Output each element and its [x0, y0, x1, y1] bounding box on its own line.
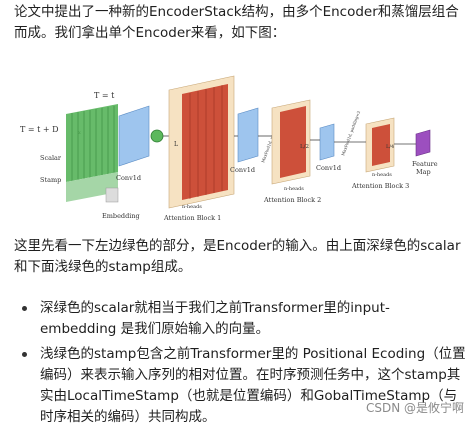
bullet-dot-icon [22, 352, 27, 357]
input-stamp-block [66, 172, 118, 202]
time-left-label: T = t + D [20, 125, 59, 134]
maxpool-label-2: MaxPool1d, padding=2 [340, 110, 361, 157]
sum-node-icon [150, 129, 164, 143]
feature-map-block [415, 129, 431, 157]
nheads-label-1: n-heads [182, 204, 202, 210]
embedding-bar [105, 187, 119, 203]
intro-paragraph: 论文中提出了一种新的EncoderStack结构，由多个Encoder和蒸馏层组… [14, 4, 459, 41]
attention-block-3 [365, 117, 395, 173]
conv1d-label-3: Conv1d [316, 164, 341, 172]
bullet-list: 深绿色的scalar就相当于我们之前Transformer里的input-emb… [14, 298, 466, 432]
feature-map-label: Feature [412, 160, 438, 168]
nheads-label-3: n-heads [372, 172, 392, 178]
stamp-label: Stamp [40, 176, 61, 184]
attn1-L-label: L [174, 141, 178, 148]
conv1d-label-1: Conv1d [116, 174, 141, 182]
input-description-paragraph: 这里先看一下左边绿色的部分，是Encoder的输入。由上面深绿色的scalar和… [14, 238, 461, 275]
bullet-dot-icon [22, 306, 27, 311]
conv1d-block-3 [319, 123, 335, 161]
csdn-watermark: CSDN @是攸宁啊 [365, 401, 464, 415]
list-item: 浅绿色的stamp包含之前Transformer里的 Positional Ec… [14, 344, 466, 428]
attention-block-2 [271, 99, 311, 185]
attention-block-2-label: Attention Block 2 [263, 196, 321, 204]
conv1d-block-2 [237, 107, 259, 163]
feature-map-label-2: Map [416, 168, 431, 176]
attn2-L2-label: L/2 [300, 144, 309, 150]
attn3-L4-label: L/4 [386, 144, 394, 150]
attention-block-3-label: Attention Block 3 [351, 182, 409, 190]
time-top-label: T = t [94, 91, 115, 100]
conv1d-label-2: Conv1d [230, 166, 255, 174]
encoder-diagram: T = t T = t + D x Scalar Stamp Embedding… [20, 75, 438, 222]
list-item: 深绿色的scalar就相当于我们之前Transformer里的input-emb… [14, 298, 466, 340]
input-scalar-block [66, 104, 118, 182]
attention-block-1 [168, 75, 235, 209]
bullet-text-stamp: 浅绿色的stamp包含之前Transformer里的 Positional Ec… [40, 346, 466, 425]
nheads-label-2: n-heads [284, 186, 304, 192]
scalar-label: Scalar [40, 154, 62, 162]
attention-block-1-label: Attention Block 1 [163, 214, 221, 222]
bullet-text-scalar: 深绿色的scalar就相当于我们之前Transformer里的input-emb… [40, 300, 390, 337]
conv1d-block-1 [118, 105, 150, 167]
embedding-label: Embedding [102, 212, 140, 220]
